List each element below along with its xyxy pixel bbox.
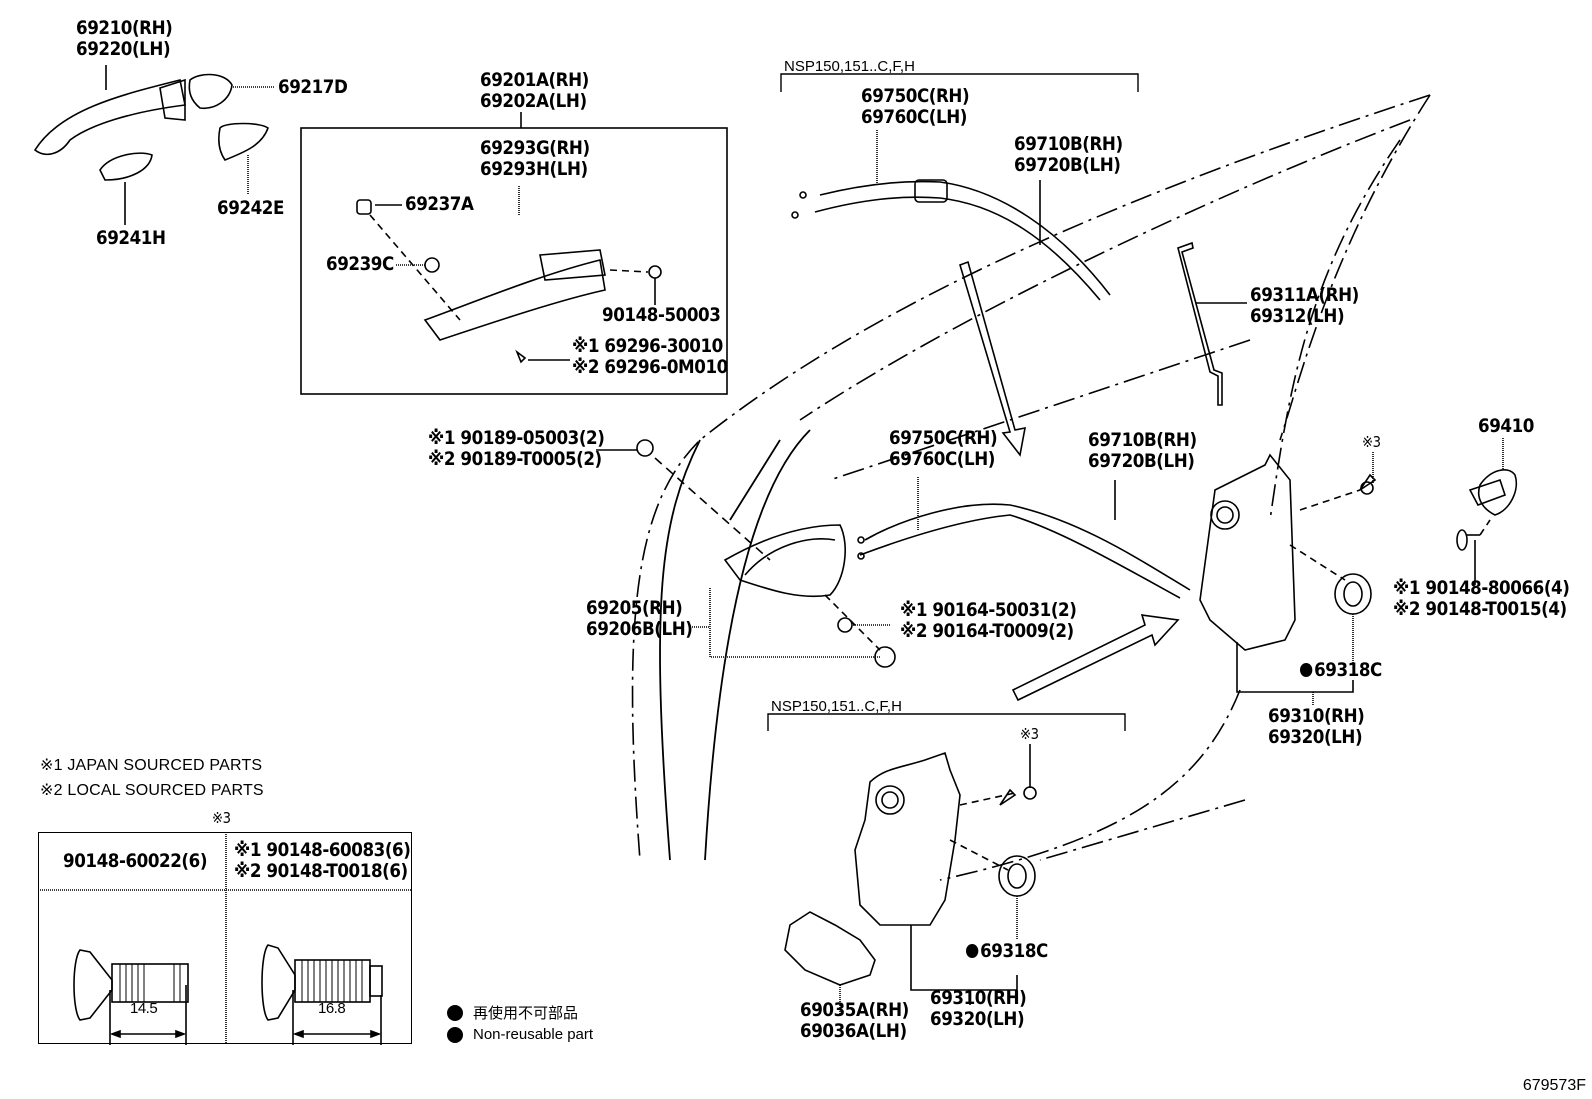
lower-lock-drawing — [854, 744, 1037, 1005]
note-japan-sourced: ※1 JAPAN SOURCED PARTS — [40, 757, 263, 774]
legend-non-reusable-en: Non-reusable part — [447, 1026, 593, 1043]
arrow-down — [959, 260, 1027, 457]
label-cable-lower-a[interactable]: 69750C(RH) 69760C(LH) — [889, 427, 998, 470]
table-col2-parts: ※1 90148-60083(6) ※2 90148-T0018(6) — [234, 839, 411, 882]
drawing-code: 679573F — [1522, 1077, 1586, 1094]
label-bracket-bottom: NSP150,151..C,F,H — [771, 698, 902, 715]
striker-drawing — [1456, 438, 1517, 585]
door-frame — [659, 429, 811, 861]
table-title: ※3 — [212, 809, 231, 827]
upper-lock-drawing — [1199, 452, 1377, 705]
label-screw-69296[interactable]: ※1 69296-30010 ※2 69296-0M010 — [572, 335, 728, 378]
label-clip-90189[interactable]: ※1 90189-05003(2) ※2 90189-T0005(2) — [428, 427, 605, 470]
rod-drawing — [1177, 241, 1223, 406]
label-handle-cap[interactable]: 69217D — [278, 76, 348, 98]
inner-handle-drawing — [596, 439, 896, 668]
cover-drawing — [784, 911, 876, 1015]
bracket-bottom — [767, 713, 1126, 731]
pad-rear-drawing — [218, 122, 269, 161]
outer-handle-drawing — [33, 65, 275, 225]
legend-non-reusable-jp: 再使用不可部品 — [447, 1002, 578, 1023]
non-reusable-dot-icon — [966, 944, 979, 958]
note-local-sourced: ※2 LOCAL SOURCED PARTS — [40, 782, 264, 799]
frame-drawing — [356, 186, 662, 364]
label-outer-handle[interactable]: 69210(RH) 69220(LH) — [76, 17, 173, 60]
frame-assembly-box — [300, 127, 728, 395]
label-rod[interactable]: 69311A(RH) 69312(LH) — [1250, 284, 1359, 327]
label-handle-pad-front[interactable]: 69241H — [96, 227, 166, 249]
handle-cap-drawing — [188, 73, 233, 110]
label-cap-69239c[interactable]: 69239C — [326, 253, 394, 275]
door-outline — [631, 94, 1431, 881]
label-cap-69237a[interactable]: 69237A — [405, 193, 474, 215]
label-lock-upper[interactable]: 69310(RH) 69320(LH) — [1268, 705, 1365, 748]
label-striker[interactable]: 69410 — [1478, 415, 1534, 437]
screw-table-lines — [38, 832, 412, 1045]
label-note3-lower: ※3 — [1020, 725, 1039, 743]
label-frame-assembly[interactable]: 69201A(RH) 69202A(LH) — [480, 69, 589, 112]
label-bolt-90148-50003[interactable]: 90148-50003 — [602, 304, 721, 326]
arrow-up-right — [1011, 614, 1180, 702]
label-seal-upper[interactable]: 69318C — [1300, 660, 1382, 681]
non-reusable-dot-icon — [447, 1004, 463, 1021]
table-col1-part: 90148-60022(6) — [63, 850, 208, 872]
label-cable-upper-b[interactable]: 69710B(RH) 69720B(LH) — [1014, 133, 1123, 176]
bracket-top — [780, 73, 1139, 92]
label-lock-lower[interactable]: 69310(RH) 69320(LH) — [930, 987, 1027, 1030]
label-screw-90164[interactable]: ※1 90164-50031(2) ※2 90164-T0009(2) — [900, 599, 1077, 642]
label-inner-handle[interactable]: 69205(RH) 69206B(LH) — [586, 597, 693, 640]
label-seal-lower[interactable]: 69318C — [966, 941, 1048, 962]
table-col1-dim: 14.5 — [130, 1000, 158, 1017]
non-reusable-dot-icon — [447, 1026, 463, 1043]
upper-cables-drawing — [791, 130, 1111, 301]
label-screw-90148-striker[interactable]: ※1 90148-80066(4) ※2 90148-T0015(4) — [1393, 577, 1570, 620]
label-cable-lower-b[interactable]: 69710B(RH) 69720B(LH) — [1088, 429, 1197, 472]
label-handle-pad-rear[interactable]: 69242E — [217, 197, 284, 219]
label-cover[interactable]: 69035A(RH) 69036A(LH) — [800, 999, 909, 1042]
table-col2-dim: 16.8 — [318, 1000, 346, 1017]
non-reusable-dot-icon — [1300, 663, 1313, 677]
lower-cables-drawing — [857, 477, 1191, 599]
label-cable-upper-a[interactable]: 69750C(RH) 69760C(LH) — [861, 85, 970, 128]
label-note3-upper: ※3 — [1362, 433, 1381, 451]
label-bracket-top: NSP150,151..C,F,H — [784, 58, 915, 75]
screw-spec-table — [38, 832, 412, 1044]
label-frame-sub[interactable]: 69293G(RH) 69293H(LH) — [480, 137, 590, 180]
pad-front-drawing — [99, 152, 153, 181]
